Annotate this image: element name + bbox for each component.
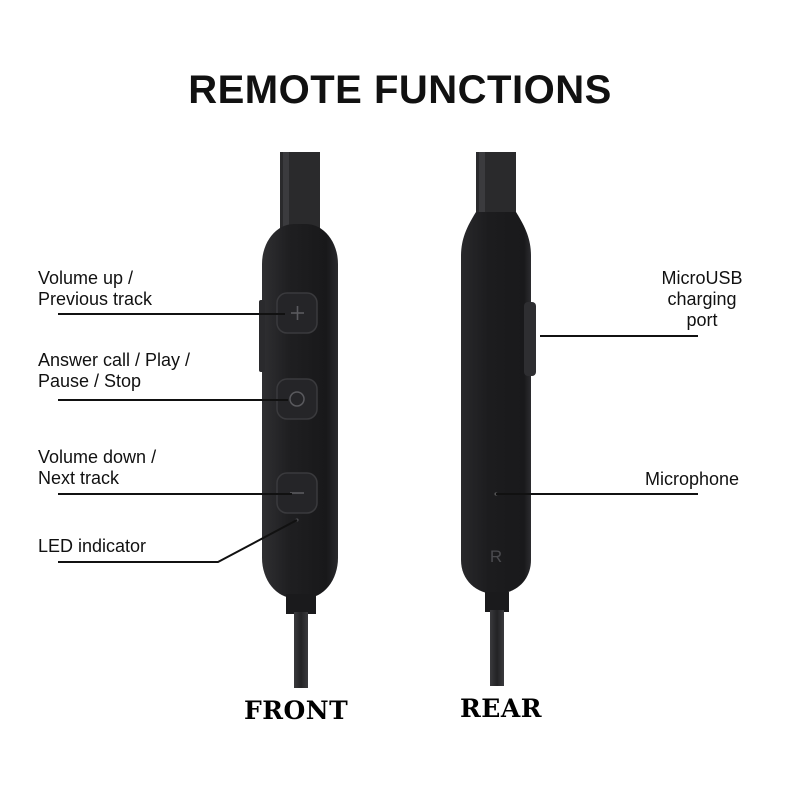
page-title: REMOTE FUNCTIONS bbox=[188, 68, 612, 112]
rear-body bbox=[461, 212, 531, 594]
label-microphone: Microphone bbox=[645, 469, 740, 489]
front-heading: FRONT bbox=[244, 696, 349, 725]
svg-text:R: R bbox=[490, 547, 502, 566]
rear-engraving: R bbox=[490, 547, 502, 566]
label-volume-up: Volume up / Previous track bbox=[38, 268, 153, 309]
leader-led bbox=[58, 519, 298, 563]
label-volume-down: Volume down / Next track bbox=[38, 447, 157, 488]
label-led-indicator: LED indicator bbox=[38, 536, 147, 556]
rear-bottom-cable bbox=[490, 610, 504, 686]
plus-button bbox=[276, 292, 318, 334]
front-bottom-cable bbox=[294, 612, 308, 688]
label-microusb-port: MicroUSB charging port bbox=[661, 268, 743, 330]
front-bottom-collar bbox=[286, 594, 316, 614]
label-answer-call: Answer call / Play / Pause / Stop bbox=[38, 350, 191, 391]
rear-remote bbox=[461, 152, 536, 686]
leader-lines bbox=[58, 313, 698, 563]
usb-port bbox=[524, 302, 536, 376]
rear-heading: REAR bbox=[460, 694, 543, 723]
front-remote bbox=[259, 152, 338, 688]
